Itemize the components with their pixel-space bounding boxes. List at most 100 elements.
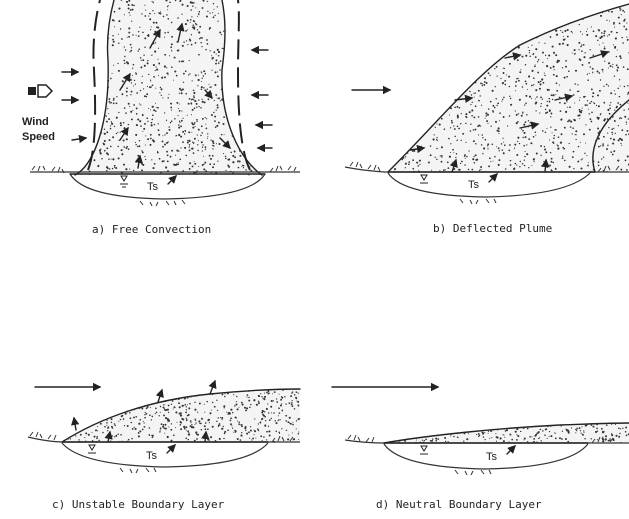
stipple-dot [201, 418, 203, 420]
stipple-dot [139, 103, 140, 104]
stipple-dot [207, 136, 208, 137]
stipple-dot [587, 100, 588, 101]
stipple-dot [152, 85, 154, 87]
stipple-dot [140, 90, 142, 92]
stipple-dot [266, 431, 268, 433]
stipple-dot [526, 83, 528, 85]
stipple-dot [211, 70, 212, 71]
stipple-dot [616, 64, 618, 66]
stipple-dot [166, 151, 168, 153]
ts-label-b: Ts [468, 179, 480, 191]
stipple-dot [114, 26, 115, 27]
stipple-dot [569, 143, 570, 144]
stipple-dot [625, 134, 627, 136]
stipple-dot [95, 441, 97, 443]
stipple-dot [435, 156, 436, 157]
stipple-dot [201, 89, 203, 91]
stipple-dot [237, 438, 239, 440]
stipple-dot [187, 430, 189, 432]
stipple-dot [442, 442, 443, 443]
stipple-dot [186, 409, 187, 410]
stipple-dot [593, 54, 595, 56]
stipple-dot [205, 428, 207, 430]
stipple-dot [279, 394, 280, 395]
stipple-dot [444, 437, 446, 439]
stipple-dot [618, 17, 620, 19]
stipple-dot [150, 109, 151, 110]
stipple-dot [254, 434, 255, 435]
stipple-dot [191, 16, 192, 17]
stipple-dot [120, 131, 121, 132]
stipple-dot [554, 69, 555, 70]
stipple-dot [524, 438, 526, 440]
stipple-dot [223, 116, 225, 118]
stipple-dot [192, 426, 194, 428]
stipple-dot [608, 85, 609, 86]
stipple-dot [202, 7, 204, 9]
ts-label-d: Ts [486, 451, 498, 463]
stipple-dot [488, 72, 490, 74]
stipple-dot [152, 55, 153, 56]
stipple-dot [561, 118, 563, 120]
stipple-dot [475, 105, 477, 107]
stipple-dot [181, 418, 183, 420]
stipple-dot [70, 438, 71, 439]
stipple-dot [171, 50, 172, 51]
stipple-dot [213, 9, 214, 10]
stipple-dot [285, 403, 286, 404]
stipple-dot [523, 124, 525, 126]
stipple-dot [598, 161, 600, 163]
stipple-dot [151, 435, 152, 436]
stipple-dot [179, 121, 180, 122]
stipple-dot [454, 136, 456, 138]
stipple-dot [295, 397, 297, 399]
stipple-dot [147, 406, 149, 408]
stipple-dot [194, 440, 196, 442]
stipple-dot [476, 434, 477, 435]
stipple-dot [606, 424, 608, 426]
stipple-dot [509, 96, 510, 97]
stipple-dot [151, 26, 152, 27]
stipple-dot [516, 164, 517, 165]
stipple-dot [513, 168, 515, 170]
stipple-dot [97, 430, 98, 431]
stipple-dot [544, 43, 545, 44]
stipple-dot [209, 29, 210, 30]
stipple-dot [607, 132, 608, 133]
stipple-dot [193, 97, 195, 99]
stipple-dot [151, 159, 152, 160]
stipple-dot [461, 161, 463, 163]
stipple-dot [555, 129, 556, 130]
stipple-dot [579, 100, 580, 101]
stipple-dot [250, 404, 251, 405]
stipple-dot [458, 128, 460, 130]
stipple-dot [118, 20, 120, 22]
stipple-dot [206, 401, 207, 402]
stipple-dot [625, 431, 627, 433]
stipple-dot [468, 150, 469, 151]
stipple-dot [515, 82, 516, 83]
stipple-dot [193, 20, 195, 22]
stipple-dot [191, 114, 192, 115]
stipple-dot [182, 118, 183, 119]
stipple-dot [129, 51, 130, 52]
stipple-dot [240, 435, 242, 437]
stipple-dot [77, 173, 78, 174]
stipple-dot [579, 111, 581, 113]
stipple-dot [168, 405, 170, 407]
stipple-dot [450, 127, 451, 128]
stipple-dot [285, 420, 287, 422]
caption-a: a) Free Convection [92, 223, 211, 236]
stipple-dot [587, 28, 588, 29]
stipple-dot [138, 145, 140, 147]
stipple-dot [529, 50, 530, 51]
stipple-dot [124, 441, 125, 442]
stipple-dot [280, 399, 282, 401]
stipple-dot [531, 45, 532, 46]
stipple-dot [225, 393, 226, 394]
stipple-dot [462, 133, 464, 135]
stipple-dot [547, 89, 549, 91]
stipple-dot [250, 170, 252, 172]
stipple-dot [436, 123, 437, 124]
stipple-dot [181, 60, 183, 62]
